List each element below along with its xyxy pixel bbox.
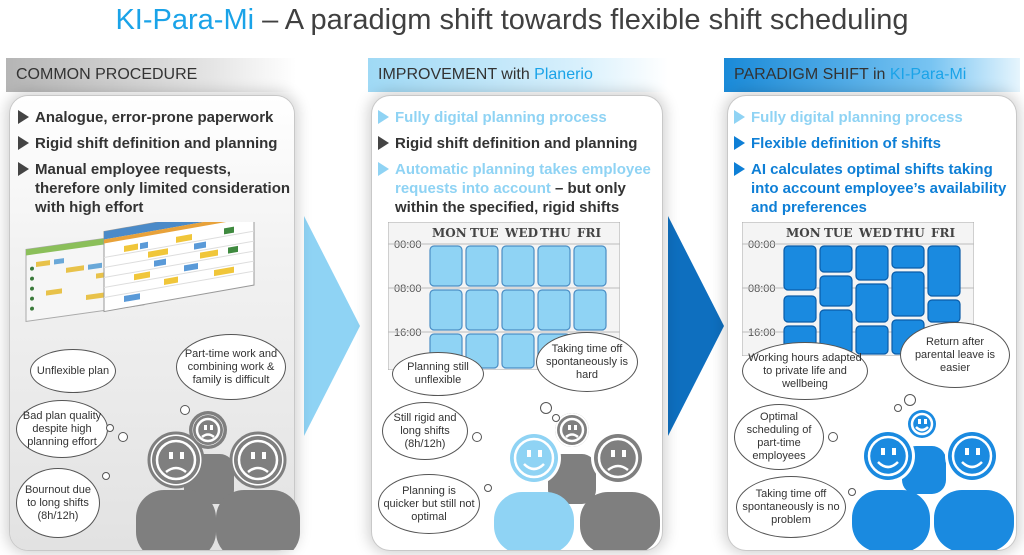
cloud-dot [828, 432, 838, 442]
cloud-bad-plan-quality: Bad plan quality despite high planning e… [16, 400, 108, 458]
cloud-parttime-difficult: Part-time work and combining work & fami… [176, 334, 286, 400]
cloud-timeoff-no-problem: Taking time off spontaneously is no prob… [736, 476, 846, 538]
cloud-parttime-scheduling: Optimal scheduling of part-time employee… [734, 404, 824, 470]
time-label-0000: 00:00 [394, 239, 422, 251]
bullet-common-2: Rigid shift definition and planning [18, 134, 305, 153]
day-label-tue: TUE [824, 226, 853, 240]
happy-people-group [852, 408, 1014, 550]
cloud-rigid-long-shifts: Still rigid and long shifts (8h/12h) [382, 402, 468, 460]
column-header-common: COMMON PROCEDURE [6, 58, 296, 92]
cloud-dot [118, 432, 128, 442]
header-kiparami: KI-Para-Mi [889, 66, 967, 83]
mixed-people-group [494, 413, 660, 550]
cloud-dot [540, 402, 552, 414]
cloud-parental-leave: Return after parental leave is easier [900, 322, 1010, 388]
flexible-shift-schedule: MON TUE WED THU FRI 00:00 08:00 16:00 [742, 222, 974, 356]
cloud-planning-unflexible: Planning still unflexible [392, 352, 484, 396]
cloud-dot [102, 472, 110, 480]
cloud-dot [472, 432, 482, 442]
header-planerio: Planerio [534, 66, 593, 83]
time-label-0800: 08:00 [394, 283, 422, 295]
day-label-wed: WED [858, 226, 892, 240]
header-improvement-text: IMPROVEMENT with [378, 66, 535, 83]
time-label-0800: 08:00 [748, 283, 776, 295]
sad-people-group [136, 411, 300, 550]
header-paradigm-text: PARADIGM SHIFT in [734, 66, 890, 83]
time-label-1600: 16:00 [748, 327, 776, 339]
day-label-wed: WED [504, 226, 538, 240]
day-label-mon: MON [432, 226, 467, 240]
cloud-dot [904, 394, 916, 406]
time-label-1600: 16:00 [394, 327, 422, 339]
cloud-dot [106, 424, 114, 432]
day-label-mon: MON [786, 226, 821, 240]
bullet-common-3: Manual employee requests, therefore only… [18, 160, 297, 217]
day-label-fri: FRI [931, 226, 955, 240]
bullet-paradigm-1: Fully digital planning process [734, 108, 1024, 127]
bullet-paradigm-3: AI calculates optimal shifts taking into… [734, 160, 1023, 217]
cloud-unflexible-plan: Unflexible plan [30, 349, 116, 393]
cloud-dot [484, 484, 492, 492]
bullet-common-1: Analogue, error-prone paperwork [18, 108, 305, 127]
transition-arrow-2 [668, 216, 724, 436]
column-header-improvement: IMPROVEMENT with Planerio [368, 58, 668, 92]
cloud-dot [552, 414, 560, 422]
title-rest: – A paradigm shift towards flexible shif… [254, 4, 909, 36]
cloud-dot [180, 405, 190, 415]
cloud-dot [848, 488, 856, 496]
bullet-improvement-1: Fully digital planning process [378, 108, 675, 127]
cloud-timeoff-hard: Taking time off spontaneously is hard [536, 332, 638, 392]
column-header-paradigm: PARADIGM SHIFT in KI-Para-Mi [724, 58, 1020, 92]
bullet-paradigm-2: Flexible definition of shifts [734, 134, 1024, 153]
page-title: KI-Para-Mi – A paradigm shift towards fl… [0, 4, 1024, 37]
cloud-working-hours-adapted: Working hours adapted to private life an… [742, 342, 868, 400]
transition-arrow-1 [304, 216, 360, 436]
time-label-0000: 00:00 [748, 239, 776, 251]
day-label-tue: TUE [470, 226, 499, 240]
day-label-thu: THU [540, 226, 571, 240]
cloud-burnout: Bournout due to long shifts (8h/12h) [16, 468, 100, 538]
title-brand: KI-Para-Mi [115, 4, 255, 36]
bullet-improvement-2: Rigid shift definition and planning [378, 134, 675, 153]
day-label-fri: FRI [577, 226, 601, 240]
paper-schedule-image [25, 222, 255, 323]
day-label-thu: THU [894, 226, 925, 240]
bullet-improvement-3: Automatic planning takes employee reques… [378, 160, 667, 217]
cloud-dot [894, 404, 902, 412]
cloud-quicker-not-optimal: Planning is quicker but still not optima… [378, 474, 480, 534]
